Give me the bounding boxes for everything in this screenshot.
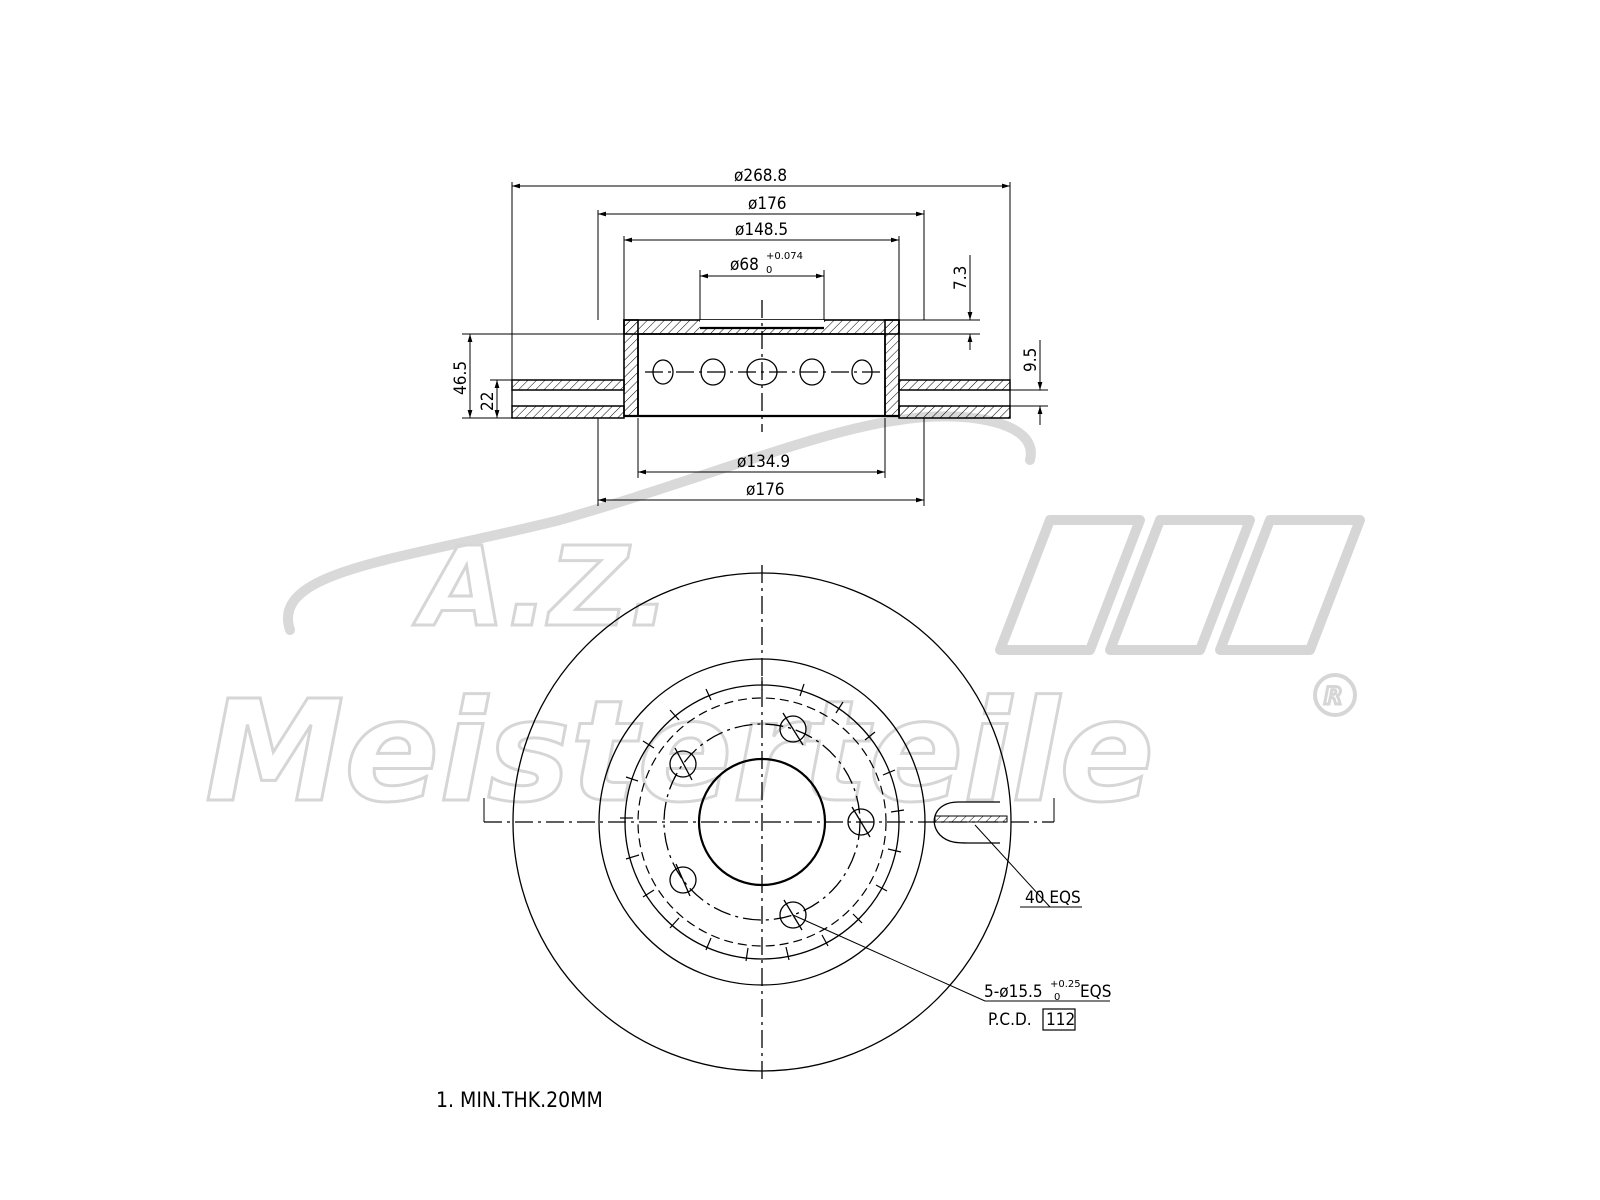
dim-bore-tol-upper: +0.074 (766, 251, 803, 262)
dim-d148: ø148.5 (735, 220, 788, 240)
vane-ticks (620, 677, 905, 962)
label-holes-tol-upper: +0.25 (1050, 979, 1081, 990)
label-holes-tol-lower: 0 (1054, 992, 1060, 1003)
dim-thickness-95: 9.5 (1021, 348, 1041, 372)
bolt-hole (779, 715, 807, 743)
bolt-hole (669, 866, 697, 894)
watermark-brand-top: A.Z. (412, 523, 671, 651)
watermark-brand-bottom: Meisterteile (205, 671, 1154, 834)
watermark: A.Z. Meisterteile R (204, 411, 1365, 836)
bolt-hole (779, 901, 807, 929)
dim-bore: ø68 (730, 255, 759, 275)
dim-bottom-d176: ø176 (746, 480, 785, 500)
watermark-registered-letter: R (1324, 682, 1342, 710)
hidden-ring (637, 697, 887, 947)
label-pcd: P.C.D. (988, 1010, 1032, 1030)
label-holes: 5-ø15.5 (984, 982, 1043, 1002)
dim-outer-diameter: ø268.8 (734, 166, 787, 186)
registered-mark-icon (1313, 673, 1357, 717)
label-vanes: 40 EQS (1025, 888, 1081, 908)
dim-thickness-22: 22 (478, 392, 498, 411)
dim-offset-73: 7.3 (951, 266, 971, 290)
dim-d134: ø134.9 (737, 452, 790, 472)
section-view: ø268.8 ø176 ø148.5 ø68 +0.074 0 (451, 166, 1048, 506)
note-min-thickness: 1. MIN.THK.20MM (436, 1088, 603, 1112)
watermark-slashes-icon (995, 515, 1365, 655)
bolt-hole (669, 750, 697, 778)
label-holes-suffix: EQS (1080, 982, 1111, 1002)
dim-bore-tol-lower: 0 (766, 265, 772, 276)
dim-top-d176: ø176 (748, 194, 787, 214)
label-pcd-value: 112 (1046, 1010, 1075, 1030)
dim-height-465: 46.5 (451, 361, 471, 395)
plan-view (483, 565, 1110, 1082)
